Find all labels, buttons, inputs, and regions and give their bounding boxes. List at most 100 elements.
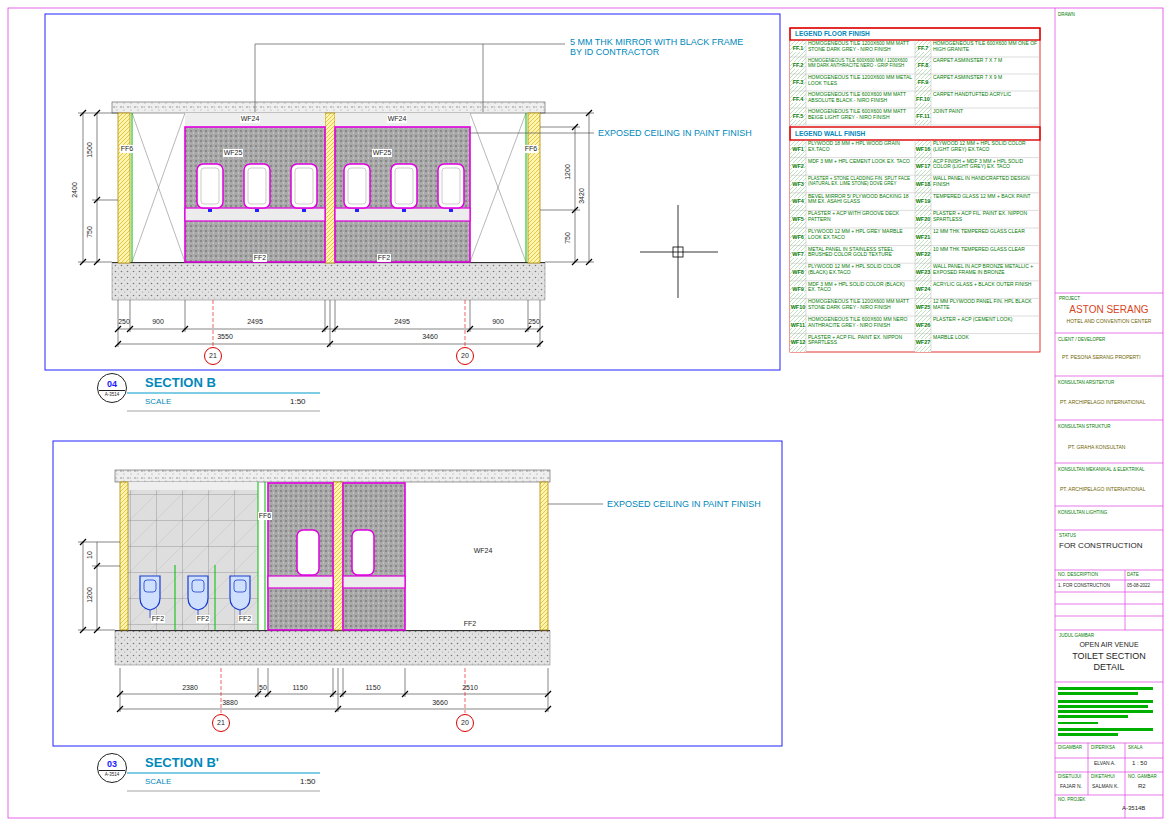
legend-code: WF20 [916,216,931,222]
titleblock-text: SKALA [1128,745,1143,750]
legend-text: HOMOGENEOUS TILE 600X600 MM ONE OF HIGH … [933,41,1038,52]
legend-text: PLASTER + ACP FIL. PAINT EX. NIPPON SPAR… [933,211,1038,222]
legend-text: MDF 3 MM + HPL SOLID COLOR (BLACK) EX. T… [808,282,913,293]
legend-code: FF.2 [793,62,804,68]
legend-text: HOMOGENEOUS TILE 600X600 MM / 1200X600 M… [808,58,913,68]
finish-tag: WF25 [223,149,244,157]
titleblock-text: R2 [1138,783,1146,790]
dimension: 1200 [86,587,94,603]
dimension: 250 [118,318,130,326]
legend-code: WF11 [791,322,805,328]
legend-text: PLASTER + ACP FIL. PAINT EX. NIPPON SPAR… [808,335,913,346]
legend-code: WF2 [792,163,804,169]
finish-tag: FF6 [120,145,134,153]
node-text: 04 [107,379,117,389]
titleblock-text: KONSULTAN STRUKTUR [1058,424,1111,429]
titleblock-text: FAJAR N. [1060,784,1082,790]
node-text: 21 [209,352,217,360]
legend-code: WF25 [916,304,931,310]
dimension: 3880 [222,699,238,707]
titleblock-panel: PROJECTASTON SERANGHOTEL AND CONVENTION … [1056,294,1162,332]
legend-code: FF.9 [918,79,929,85]
dimension: 1200 [564,164,572,180]
legend-heading: LEGEND FLOOR FINISH [795,30,870,37]
dimension: 2495 [394,318,410,326]
legend-code: WF9 [792,286,804,292]
legend-code: FF.5 [793,113,804,119]
dimension: 750 [86,226,94,238]
legend-text: HOMOGENEOUS TILE 600X600 MM MATT ABSOLUT… [808,92,913,103]
legend-text: 12 MM THK TEMPERED GLASS CLEAR [933,229,1038,235]
section-marker: 04A-3514 [97,373,127,403]
node-text: TOILET SECTION DETAIL [1068,651,1150,672]
legend-code: WF8 [792,269,804,275]
legend-code: FF.8 [918,62,929,68]
titleblock-text: ELVAN A. [1094,761,1116,767]
legend-text: PLYWOOD 12 MM + HPL SOLID COLOR (BLACK) … [808,264,913,275]
dimension: 2380 [182,684,198,692]
legend-code: WF5 [792,216,804,222]
legend-text: JOINT PAINT [933,109,1038,115]
finish-tag: FF2 [377,254,391,262]
dimension: 1150 [365,684,380,692]
titleblock-text: PT. GRAHA KONSULTAN [1068,445,1125,451]
legend-text: 12 MM PLYWOOD PANEL FIN. HPL BLACK MATTE [933,299,1038,310]
legend-text: HOMOGENEOUS TILE 1200X600 MM METAL LOOK … [808,75,913,86]
legend-text: MDF 3 MM + HPL CEMENT LOOK EX. TACO [808,159,913,165]
legend-code: WF22 [916,251,931,257]
legend-code: FF.11 [916,113,929,119]
legend-text: METAL PANEL IN STAINLESS STEEL BRUSHED C… [808,247,913,258]
legend-text: MARBLE LOOK [933,335,1038,341]
section-title: SECTION B' [145,756,219,771]
legend-code: WF18 [916,181,931,187]
legend-code: WF3 [792,181,804,187]
dimension: 3660 [432,699,448,707]
finish-tag: WF25 [372,149,393,157]
grid-bubble: 20 [456,714,474,732]
titleblock-text: 1 : 50 [1132,760,1147,767]
dimension: 10 [86,551,94,559]
titleblock-text: 05-08-2022 [1127,583,1150,588]
titleblock-text: NO. GAMBAR [1128,774,1157,779]
node-text: 21 [217,719,225,727]
node-text: 03 [107,759,117,769]
legend-code: FF.7 [918,45,929,51]
titleblock-text: DRAWN [1058,12,1075,17]
dimension: 3460 [422,333,438,341]
node-text: OPEN AIR VENUE [1059,641,1159,649]
dimension: 2495 [247,318,263,326]
section-title: SCALE [145,777,171,786]
dimension: 1500 [86,142,94,158]
titleblock-text: DISETUJUI [1058,774,1081,779]
node-text: FOR CONSTRUCTION [1059,541,1159,550]
legend-code: WF16 [916,146,931,152]
titleblock-text: DATE [1127,572,1139,577]
legend-text: PLASTER + ACP (CEMENT LOOK) [933,317,1038,323]
titleblock-text: PT. ARCHIPELAGO INTERNATIONAL [1060,487,1145,493]
titleblock-panel: JUDUL GAMBAR OPEN AIR VENUE TOILET SECTION… [1056,631,1162,681]
node-text: PROJECT [1059,296,1159,301]
titleblock-text: KONSULTAN ARSITEKTUR [1058,380,1114,385]
legend-code: WF23 [916,269,931,275]
dimension: 2510 [462,684,478,692]
titleblock-text: KONSULTAN LIGHTING [1058,510,1107,515]
legend-code: FF.3 [793,79,804,85]
section-title: 1:50 [290,397,306,406]
titleblock-text: 1. FOR CONSTRUCTION [1058,583,1110,588]
legend-text: HOMOGENEOUS TILE 600X600 MM NERO ANTHRAC… [808,317,913,328]
callout-note: 5 MM THK MIRROR WITH BLACK FRAME BY ID C… [570,37,752,58]
legend-text: HOMOGENEOUS TILE 1200X600 MM MATT STONE … [808,41,913,52]
node-text: JUDUL GAMBAR [1059,633,1159,638]
dimension: 3550 [217,333,233,341]
legend-text: HOMOGENEOUS TILE 600X600 MM MATT BEIGE L… [808,109,913,120]
dimension: 900 [492,318,504,326]
dimension: 1150 [292,684,307,692]
node-text: STATUS [1059,533,1159,538]
legend-code: WF27 [916,339,931,345]
titleblock-text: DIKETAHUI [1091,774,1115,779]
dimension: 250 [528,318,540,326]
callout-note: EXPOSED CEILING IN PAINT FINISH [598,128,752,138]
dimension: 2400 [71,182,79,198]
section-title: SECTION B [145,376,216,391]
